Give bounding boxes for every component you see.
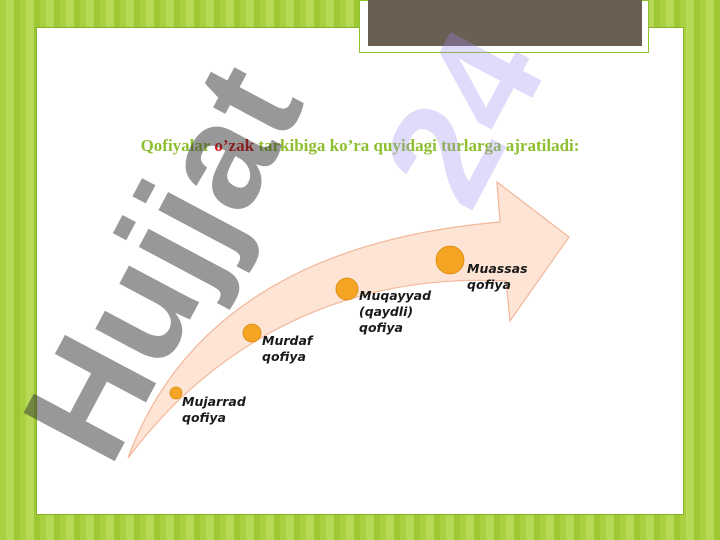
title-prefix: Qofiyalar	[140, 136, 211, 155]
title-accent: o’zak	[214, 136, 255, 155]
slide-title: Qofiyalar o’zak tarkibiga ko’ra quyidagi…	[0, 136, 720, 156]
step-dot-1	[169, 386, 183, 400]
step-dot-4	[435, 245, 465, 275]
step-dot-3	[335, 277, 359, 301]
step-label-1: Mujarrad qofiya	[182, 394, 246, 425]
header-dark-panel	[368, 0, 642, 46]
step-label-3: Muqayyad (qaydli) qofiya	[359, 288, 432, 335]
step-label-4: Muassas qofiya	[467, 261, 528, 292]
step-label-2: Murdaf qofiya	[262, 333, 313, 364]
step-dot-2	[242, 323, 262, 343]
title-suffix: tarkibiga ko’ra quyidagi turlarga ajrati…	[258, 136, 580, 155]
